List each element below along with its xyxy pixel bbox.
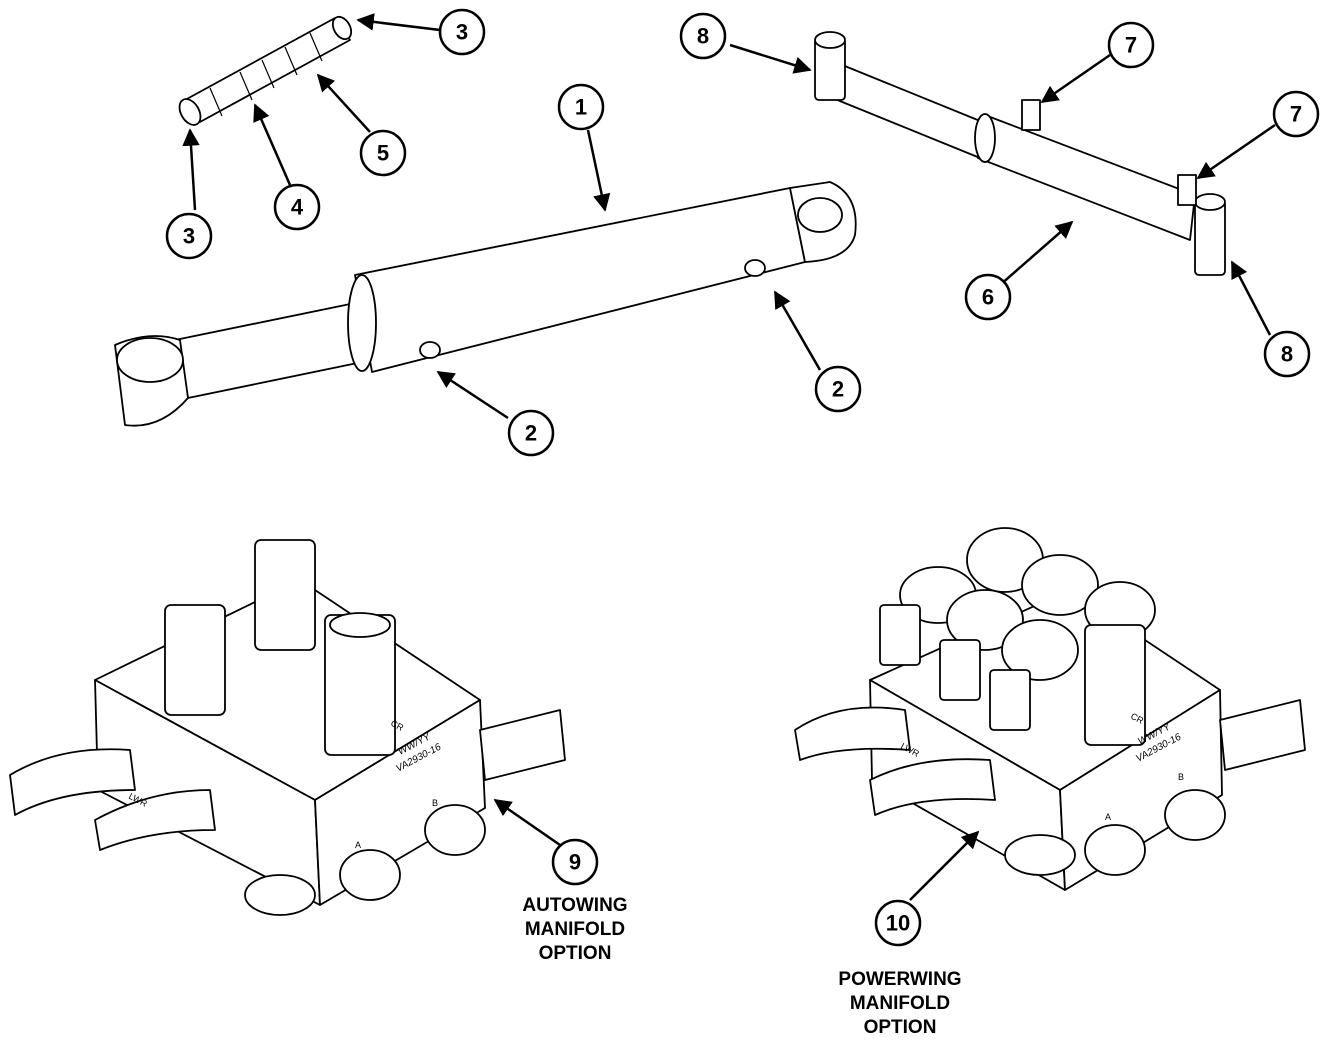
callout-9-label: 9: [569, 850, 581, 875]
callout-2b: 2: [814, 365, 862, 413]
autowing-manifold: WW/YY VA2930-16 LWR A B CR: [9, 539, 566, 916]
callout-7a-label: 7: [1125, 33, 1137, 58]
callout-7b-label: 7: [1290, 102, 1302, 127]
autowing-port-a: A: [355, 840, 361, 850]
callout-8b: 8: [1263, 330, 1311, 378]
callout-7b: 7: [1272, 90, 1320, 138]
callout-1: 1: [557, 83, 605, 131]
callout-6: 6: [964, 273, 1012, 321]
callout-5-label: 5: [377, 141, 389, 166]
callout-1-label: 1: [575, 95, 587, 120]
hydraulic-cylinder-1: [114, 181, 857, 427]
callout-2a: 2: [507, 409, 555, 457]
callout-8a-label: 8: [697, 24, 709, 49]
powerwing-caption: POWERWING MANIFOLD OPTION: [838, 969, 962, 1038]
leader-lines: [182, 13, 1276, 901]
powerwing-port-a: A: [1105, 812, 1111, 822]
callout-4-label: 4: [291, 195, 304, 220]
callout-9: 9: [551, 838, 599, 886]
callout-2b-label: 2: [832, 377, 844, 402]
callout-10: 10: [874, 899, 922, 947]
callout-8b-label: 8: [1281, 342, 1293, 367]
callout-10-label: 10: [886, 911, 910, 936]
callout-6-label: 6: [982, 285, 994, 310]
callout-8a: 8: [679, 12, 727, 60]
callout-7a: 7: [1107, 21, 1155, 69]
valve-cartridge: [178, 15, 353, 126]
hydraulic-cylinder-6: [814, 31, 1226, 276]
powerwing-port-b: B: [1178, 772, 1184, 782]
callout-2a-label: 2: [525, 421, 537, 446]
autowing-port-b: B: [432, 798, 438, 808]
callout-4: 4: [273, 183, 321, 231]
callout-3a: 3: [438, 8, 486, 56]
callout-3b-label: 3: [183, 224, 195, 249]
autowing-caption: AUTOWING MANIFOLD OPTION: [522, 895, 628, 964]
callout-5: 5: [359, 129, 407, 177]
callout-3a-label: 3: [456, 20, 468, 45]
powerwing-manifold: WW/YY VA2930-16 LWR A B CR: [794, 527, 1306, 891]
callout-3b: 3: [165, 212, 213, 260]
